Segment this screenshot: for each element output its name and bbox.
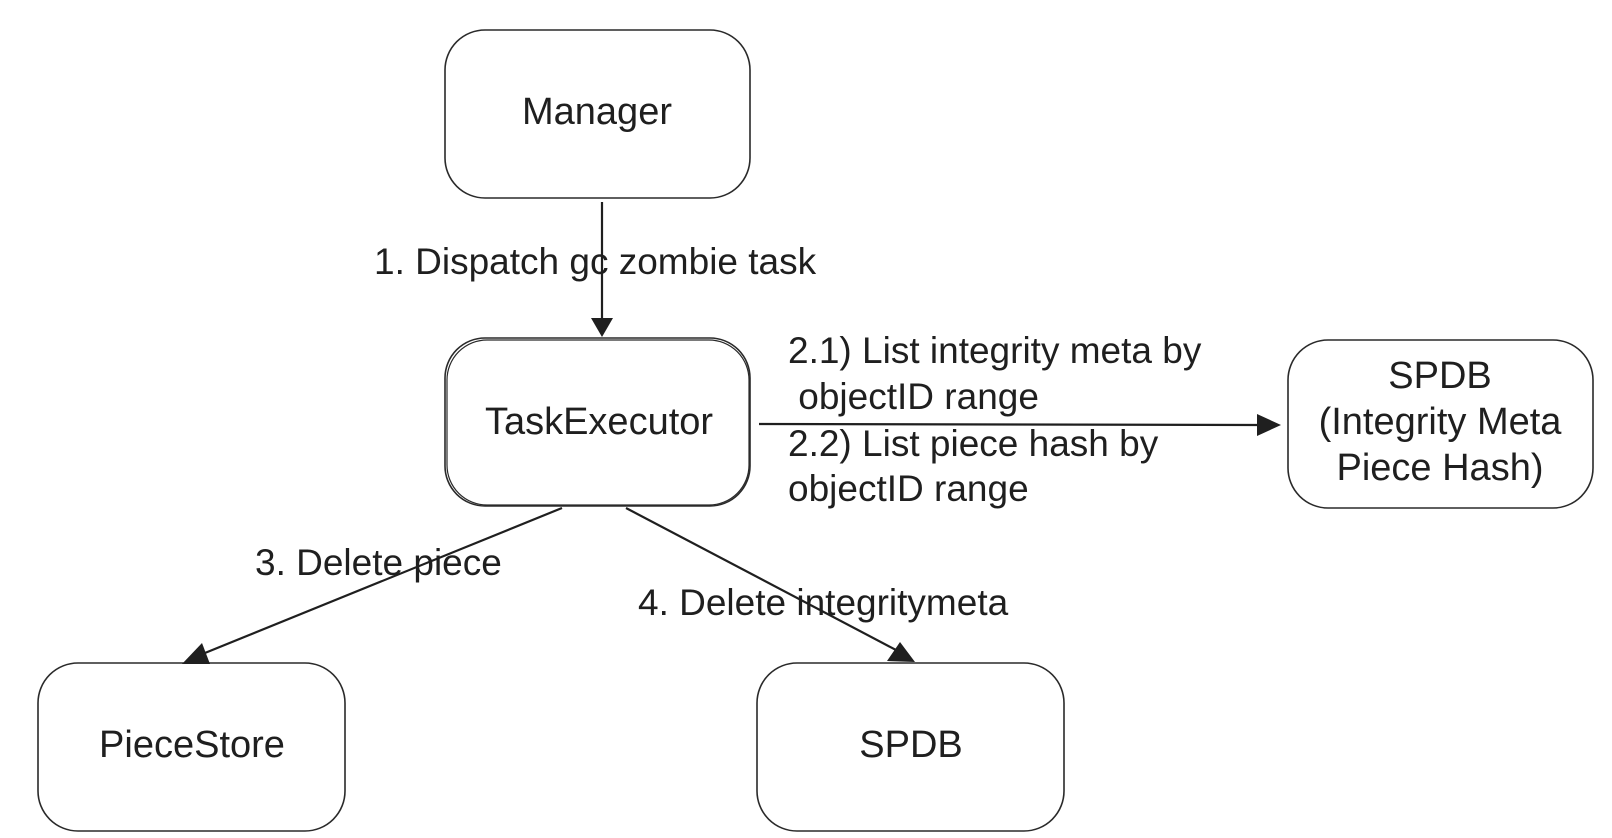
edge-delete-integritymeta-arrowhead [887, 642, 915, 662]
node-spdb-box [756, 662, 1065, 832]
edge-dispatch-arrowhead [591, 318, 613, 337]
node-manager-box [444, 29, 751, 199]
edge-delete-piece-label: 3. Delete piece [255, 542, 502, 583]
node-manager-label: Manager [522, 91, 672, 133]
edge-delete-integritymeta-label: 4. Delete integritymeta [638, 582, 1009, 623]
edge-delete-piece: 3. Delete piece [182, 506, 563, 664]
edge-delete-integritymeta: 4. Delete integritymeta [625, 507, 1009, 662]
edge-list-label-line-4: objectID range [788, 468, 1029, 509]
node-piece-store-label: PieceStore [99, 724, 285, 766]
node-spdb-integrity-line-1: SPDB [1388, 355, 1491, 397]
node-task-executor-box-outline [446, 339, 750, 506]
edge-delete-piece-arrowhead [182, 643, 210, 664]
edge-list-label-line-2: objectID range [788, 376, 1039, 417]
node-task-executor-box [444, 337, 751, 507]
node-spdb-integrity: SPDB (Integrity Meta Piece Hash) [1287, 339, 1594, 509]
node-spdb-integrity-line-2: (Integrity Meta [1319, 401, 1563, 443]
node-spdb-integrity-box [1287, 339, 1594, 509]
node-spdb: SPDB [756, 662, 1065, 832]
edge-list-label-line-3: 2.2) List piece hash by [788, 423, 1159, 464]
edge-list-line [758, 422, 1259, 427]
node-manager: Manager [444, 29, 751, 199]
edge-dispatch: 1. Dispatch gc zombie task [374, 202, 817, 337]
node-task-executor: TaskExecutor [444, 337, 751, 507]
edge-list-arrowhead [1257, 414, 1281, 436]
node-spdb-integrity-line-3: Piece Hash) [1337, 447, 1544, 489]
edge-delete-piece-line [199, 506, 563, 657]
edge-list-label-line-1: 2.1) List integrity meta by [788, 330, 1202, 371]
edge-dispatch-label: 1. Dispatch gc zombie task [374, 241, 817, 282]
edge-list: 2.1) List integrity meta by objectID ran… [758, 330, 1281, 509]
node-spdb-label: SPDB [859, 724, 962, 766]
node-piece-store: PieceStore [37, 662, 346, 832]
edge-delete-integritymeta-line [625, 507, 897, 651]
node-task-executor-label: TaskExecutor [485, 401, 713, 443]
